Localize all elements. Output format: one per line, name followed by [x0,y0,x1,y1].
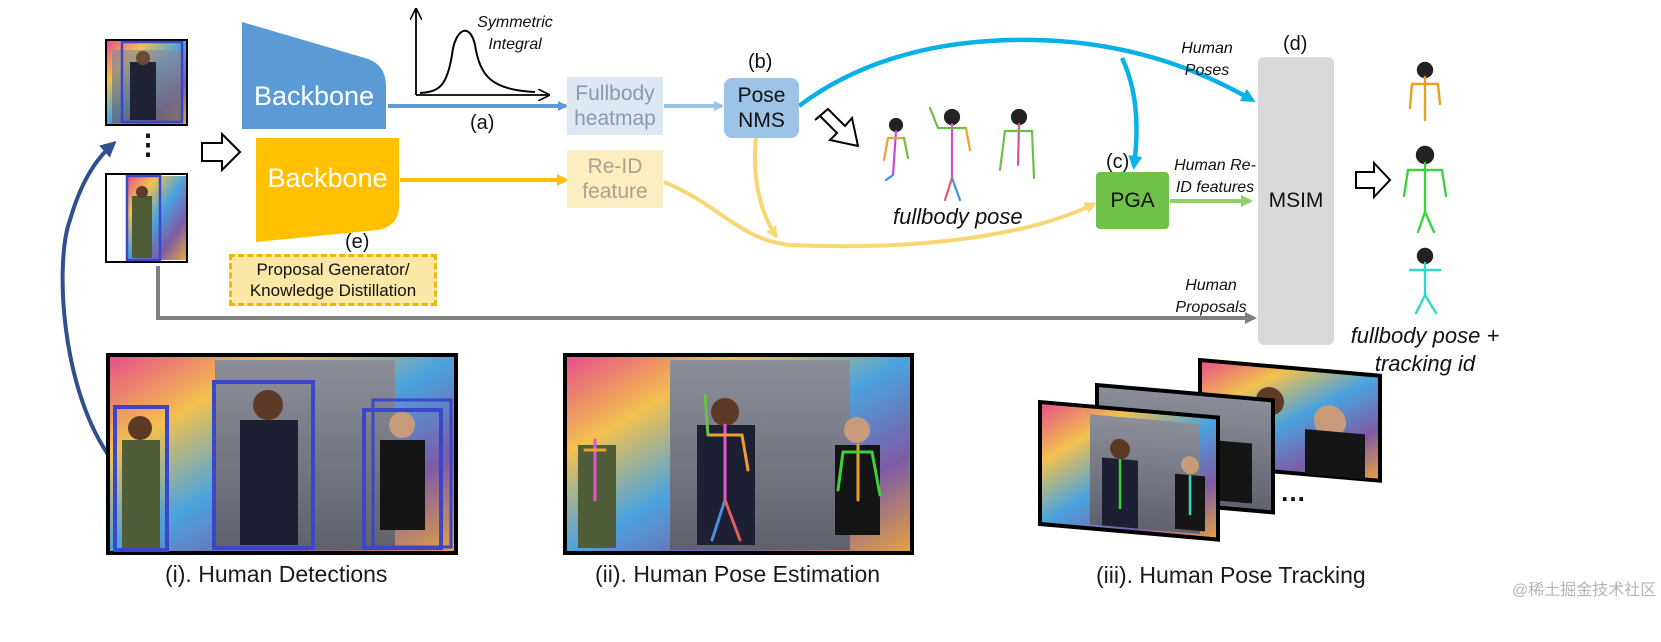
watermark: @稀土掘金技术社区 [1512,582,1657,599]
human-poses-label: Human Poses [1181,40,1233,79]
proposal-generator-box: Proposal Generator/ Knowledge Distillati… [229,254,437,306]
fullbody-pose-tracking-label: fullbody pose + tracking id [1350,323,1500,376]
hollow-arrow-msim-to-output [1355,160,1392,200]
backbone-top-shape [242,22,386,129]
human-detections-image [106,353,458,555]
arrow-nms-to-pga-merge [752,137,778,239]
arrow-poses-to-pga [1119,57,1143,170]
backbone-top-label: Backbone [253,80,375,111]
backbone-bottom-label: Backbone [267,162,388,193]
crop-image-bottom [105,173,188,263]
hollow-arrow-nms-to-poses [814,107,860,148]
tracking-frames [1038,357,1382,542]
pga-box: PGA [1096,172,1169,229]
arrow-detections-to-crops [60,141,117,462]
arrow-proposals-to-msim [156,266,1257,324]
fullbody-heatmap-box: Fullbody heatmap [567,77,663,135]
marker-a: (a) [470,112,495,134]
symmetric-integral-plot-icon [416,10,548,95]
vertical-ellipsis: ⋮ [134,129,162,160]
pose-nms-box: Pose NMS [724,78,799,138]
crop-image-top [105,39,188,126]
human-proposals-label: Human Proposals [1175,277,1247,316]
arrow-nms-to-msim [797,37,1256,108]
marker-c: (c) [1106,151,1130,173]
tracked-pose-skeletons [1402,61,1448,315]
msim-box: MSIM [1258,57,1334,345]
horizontal-ellipsis: … [1280,477,1306,507]
pose-estimation-image [563,353,914,555]
hollow-arrow-crops-to-backbone [201,131,242,173]
symmetric-integral-label: Symmetric Integral [477,14,553,53]
caption-human-detections: (i). Human Detections [165,561,388,587]
human-reid-features-label: Human Re- ID features [1174,157,1256,196]
fullbody-pose-skeletons [882,106,1036,202]
marker-b: (b) [748,51,773,73]
caption-human-pose-tracking: (iii). Human Pose Tracking [1096,562,1366,588]
caption-human-pose-estimation: (ii). Human Pose Estimation [595,561,881,587]
marker-d: (d) [1283,33,1308,55]
marker-e: (e) [345,231,370,253]
reid-feature-box: Re-ID feature [567,150,663,208]
backbone-bottom-shape [256,138,399,242]
fullbody-pose-label: fullbody pose [893,204,1023,229]
arrow-reid-to-pga [663,180,1097,249]
